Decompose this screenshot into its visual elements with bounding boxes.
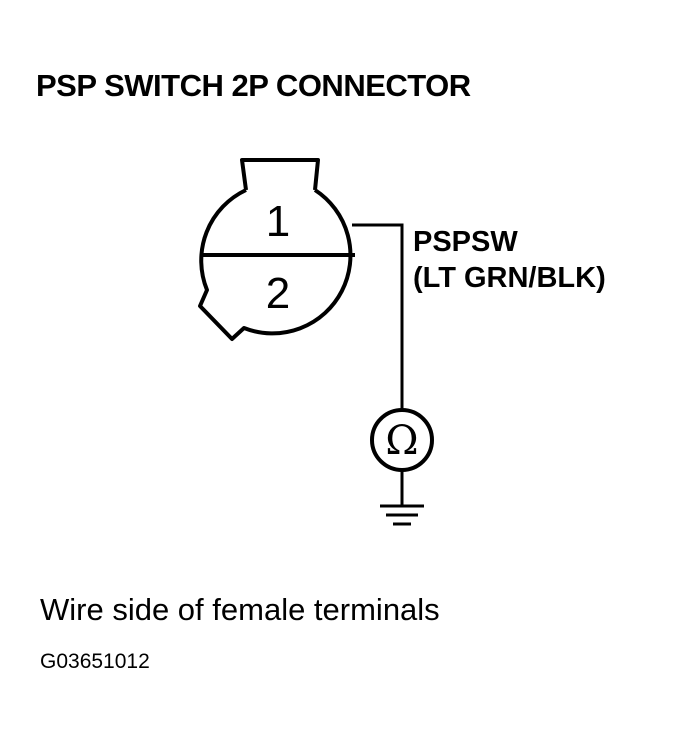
wire-name-label: PSPSW xyxy=(413,226,518,258)
ohm-symbol: Ω xyxy=(385,418,418,464)
ground-icon xyxy=(380,504,424,526)
terminal-2-label: 2 xyxy=(266,269,290,318)
probe-wire xyxy=(352,223,404,506)
figure-code: G03651012 xyxy=(40,650,150,673)
terminal-1-label: 1 xyxy=(266,197,290,246)
diagram-title: PSP SWITCH 2P CONNECTOR xyxy=(36,68,471,103)
connector-icon xyxy=(198,158,355,341)
view-caption: Wire side of female terminals xyxy=(40,592,440,627)
wire-color-label: (LT GRN/BLK) xyxy=(413,262,606,294)
ohmmeter-icon: Ω xyxy=(370,408,434,472)
